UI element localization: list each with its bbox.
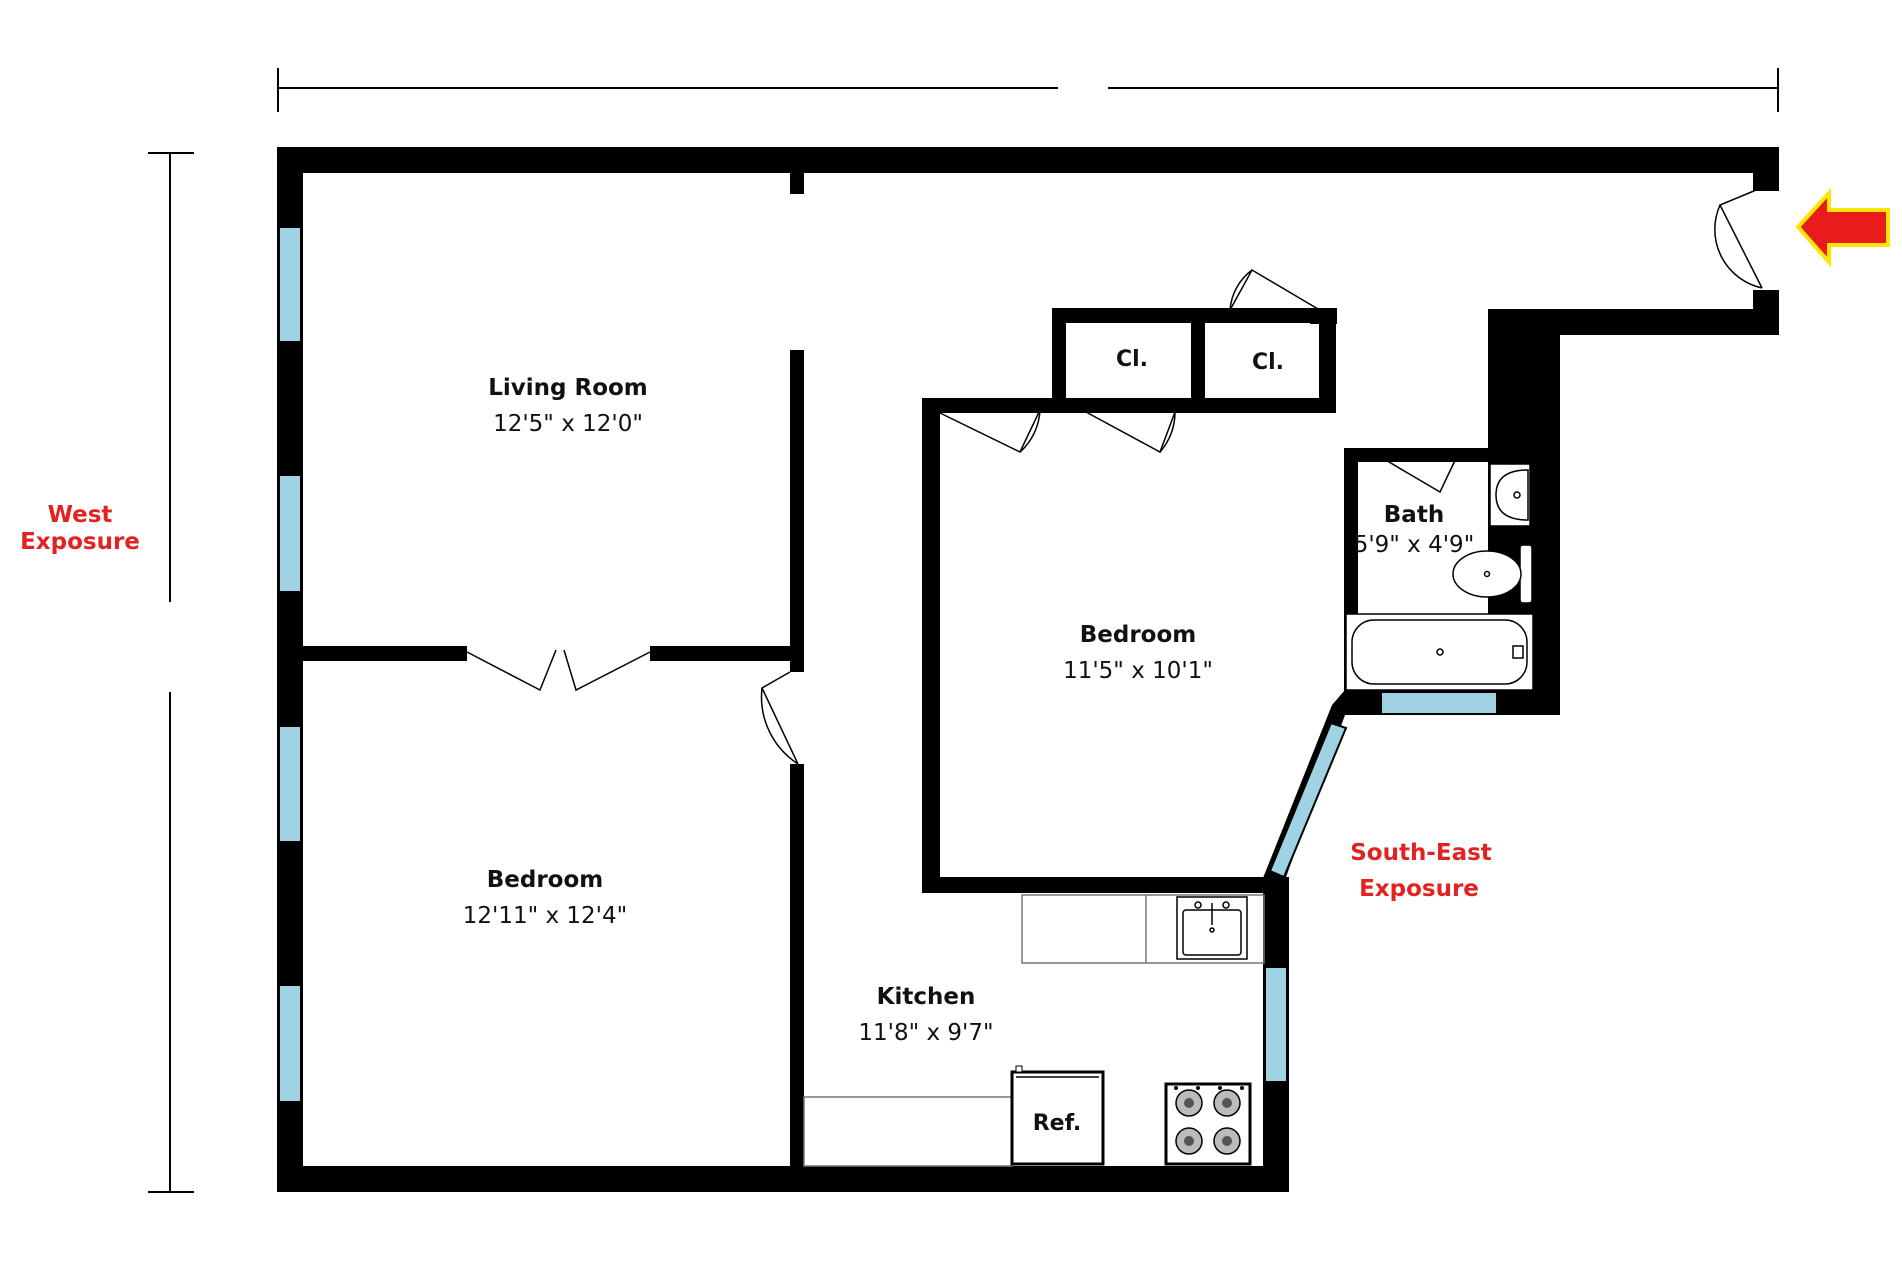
bath-name: Bath [1384, 502, 1444, 528]
bedroom-east-dims: 11'5" x 10'1" [1063, 658, 1213, 684]
windows [278, 226, 1498, 1103]
refrigerator: Ref. [1010, 1065, 1105, 1166]
living-room-dims: 12'5" x 12'0" [493, 411, 643, 437]
southeast-exposure-line1: South-East [1350, 840, 1492, 866]
walls [277, 147, 1779, 1192]
bath-dims: 5'9" x 4'9" [1354, 532, 1475, 558]
stove-icon [1164, 1082, 1252, 1166]
west-exposure-line2: Exposure [20, 529, 140, 555]
toilet-icon [1452, 544, 1533, 604]
west-exposure-line1: West [48, 502, 113, 528]
kitchen-name: Kitchen [877, 984, 976, 1010]
doors [466, 187, 1763, 765]
bathtub-icon [1345, 613, 1534, 691]
southeast-exposure-line2: Exposure [1359, 876, 1479, 902]
closet-1-label: Cl. [1116, 347, 1148, 372]
bedroom-west-dims: 12'11" x 12'4" [463, 903, 627, 929]
bathroom-sink-icon [1489, 463, 1531, 527]
kitchen-sink-icon [1176, 896, 1248, 960]
entry-arrow-icon [1795, 187, 1890, 268]
closet-2-label: Cl. [1252, 350, 1284, 375]
refrigerator-label: Ref. [1033, 1111, 1082, 1136]
bedroom-west-name: Bedroom [487, 867, 604, 893]
living-room-name: Living Room [488, 375, 648, 401]
kitchen-dims: 11'8" x 9'7" [858, 1020, 993, 1046]
bedroom-east-name: Bedroom [1080, 622, 1197, 648]
dimension-lines [148, 68, 1779, 1193]
